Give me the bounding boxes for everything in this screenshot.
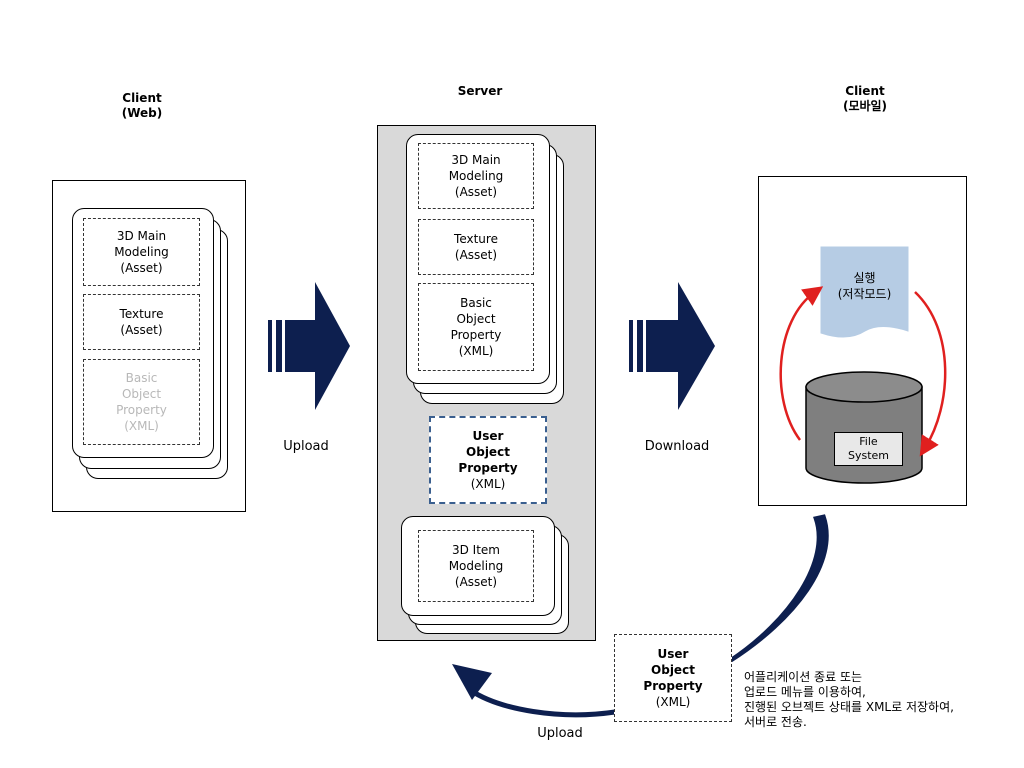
server-user-property-bold: User Object Property [458,429,518,475]
bottom-user-object-property: User Object Property (XML) [614,634,732,722]
server-user-object-property: User Object Property (XML) [429,416,547,504]
bottom-user-property-xml: (XML) [655,695,691,709]
bottom-upload-curve [468,687,616,718]
client-web-title: Client (Web) [121,91,163,120]
server-item-modeling: 3D Item Modeling (Asset) [418,530,534,602]
server-card-front [406,134,550,384]
client-web-card-front [72,208,214,458]
server-basic-property: Basic Object Property (XML) [418,283,534,371]
bottom-upload-arrowhead-icon [452,664,492,700]
cycle-arrow-up-icon [779,286,824,441]
client-web-main-modeling: 3D Main Modeling (Asset) [83,218,200,286]
server-texture: Texture (Asset) [418,219,534,275]
database-cylinder-icon [805,371,923,484]
bottom-upload-label: Upload [537,726,583,741]
bottom-user-property-bold: User Object Property [643,647,703,693]
download-label: Download [644,439,710,454]
upload-description-note: 어플리케이션 종료 또는 업로드 메뉴를 이용하여, 진행된 오브젝트 상태를 … [744,670,954,729]
client-web-basic-property: Basic Object Property (XML) [83,359,200,445]
run-mode-label: 실행 (저작모드) [837,271,892,301]
server-title: Server [457,84,503,98]
client-web-texture: Texture (Asset) [83,294,200,350]
download-arrow-icon [629,282,715,410]
file-system-box: File System [834,432,903,466]
cycle-arrow-down-icon [914,291,947,457]
run-mode-document-icon [820,246,909,338]
item-card-front [401,516,555,616]
upload-arrow-icon [268,282,350,410]
client-mobile-title: Client (모바일) [842,84,888,113]
upload-label: Upload [283,439,329,454]
mobile-to-user-property-curve [727,514,829,663]
server-user-property-xml: (XML) [470,477,506,491]
server-main-modeling: 3D Main Modeling (Asset) [418,143,534,209]
